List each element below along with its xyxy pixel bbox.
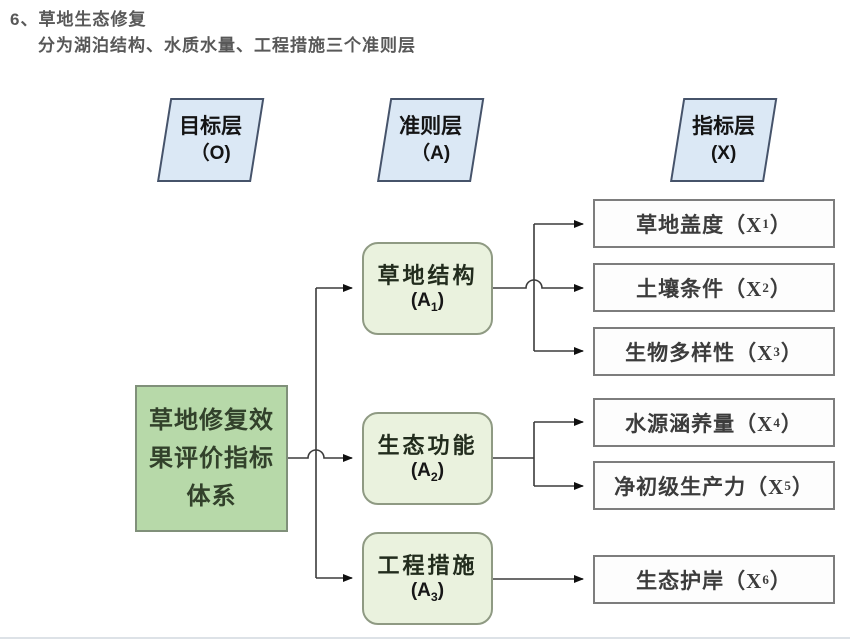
page-title: 6、草地生态修复 bbox=[10, 10, 147, 29]
code-prefix: (A bbox=[410, 290, 431, 312]
indicator-label-suffix: ） bbox=[780, 340, 803, 365]
indicator-label-suffix: ） bbox=[769, 276, 792, 301]
criterion-box-a3: 工程措施 (A3) bbox=[362, 532, 493, 625]
code-suffix: ) bbox=[437, 460, 445, 482]
indicator-subscript: 4 bbox=[773, 414, 781, 430]
indicator-label: 水源涵养量（X bbox=[625, 411, 774, 436]
criterion-name: 草地结构 bbox=[377, 262, 478, 288]
criterion-code: (A2) bbox=[411, 460, 444, 485]
criterion-box-a1: 草地结构 (A1) bbox=[362, 242, 493, 335]
criterion-name: 生态功能 bbox=[377, 432, 478, 458]
indicator-label: 草地盖度（X bbox=[636, 212, 763, 237]
criterion-box-a2: 生态功能 (A2) bbox=[362, 412, 493, 505]
indicator-subscript: 6 bbox=[762, 571, 770, 587]
code-prefix: (A bbox=[410, 580, 431, 602]
code-prefix: (A bbox=[410, 460, 431, 482]
code-subscript: 3 bbox=[430, 590, 438, 605]
connector-a1-x2 bbox=[493, 279, 584, 292]
code-suffix: ) bbox=[437, 290, 445, 312]
indicator-label-suffix: ） bbox=[769, 568, 792, 593]
indicator-label: 生态护岸（X bbox=[636, 568, 763, 593]
code-subscript: 2 bbox=[430, 470, 438, 485]
indicator-subscript: 5 bbox=[784, 477, 792, 493]
indicator-label: 生物多样性（X bbox=[625, 340, 774, 365]
indicator-subscript: 2 bbox=[762, 279, 770, 295]
indicator-label-suffix: ） bbox=[791, 474, 814, 499]
criterion-name: 工程措施 bbox=[377, 552, 478, 578]
code-suffix: ) bbox=[437, 580, 445, 602]
indicator-label-suffix: ） bbox=[769, 212, 792, 237]
indicator-subscript: 1 bbox=[762, 215, 770, 231]
indicator-label: 土壤条件（X bbox=[636, 276, 763, 301]
indicator-subscript: 3 bbox=[773, 343, 781, 359]
connector-goal-a2 bbox=[288, 449, 353, 462]
bottom-divider bbox=[0, 637, 850, 639]
goal-box-label: 草地修复效果评价指标体系 bbox=[149, 407, 274, 510]
goal-box: 草地修复效果评价指标体系 bbox=[135, 385, 288, 532]
page-subtitle: 分为湖泊结构、水质水量、工程措施三个准则层 bbox=[38, 36, 416, 55]
indicator-label-suffix: ） bbox=[780, 411, 803, 436]
criterion-code: (A3) bbox=[411, 580, 444, 605]
criterion-code: (A1) bbox=[411, 290, 444, 315]
code-subscript: 1 bbox=[430, 300, 438, 315]
indicator-label: 净初级生产力（X bbox=[614, 474, 785, 499]
